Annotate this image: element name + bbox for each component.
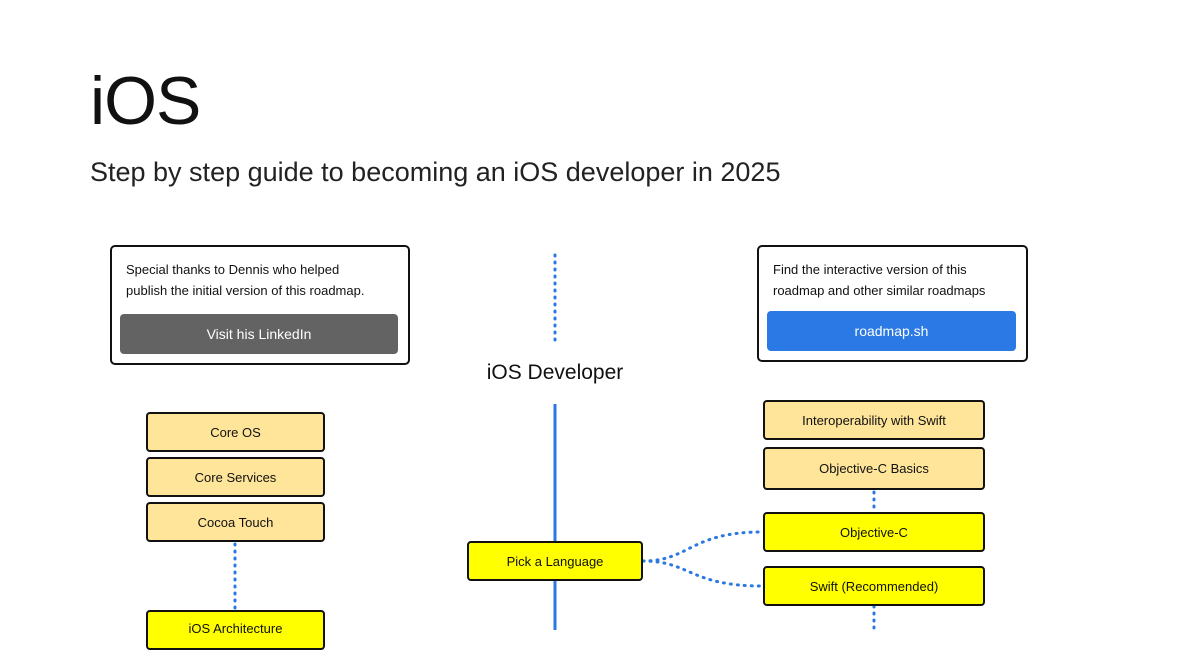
core-services-node[interactable]: Core Services — [146, 457, 325, 497]
core-os-node[interactable]: Core OS — [146, 412, 325, 452]
connector-lines — [233, 253, 876, 630]
cocoa-touch-node[interactable]: Cocoa Touch — [146, 502, 325, 542]
swift-recommended-node[interactable]: Swift (Recommended) — [763, 566, 985, 606]
ios-architecture-label: iOS Architecture — [188, 621, 283, 636]
interoperability-with-swift-node[interactable]: Interoperability with Swift — [763, 400, 985, 440]
curve-to-objective-c — [641, 530, 764, 563]
curve-to-swift — [641, 559, 764, 588]
page-subtitle: Step by step guide to becoming an iOS de… — [90, 157, 781, 187]
pick-a-language-node[interactable]: Pick a Language — [467, 541, 643, 581]
thanks-card-line: Special thanks to Dennis who helped — [126, 262, 340, 277]
thanks-card: Special thanks to Dennis who helped publ… — [110, 245, 410, 365]
interactive-card-line: roadmap and other similar roadmaps — [773, 283, 986, 298]
interactive-card-line: Find the interactive version of this — [773, 262, 967, 277]
interactive-card: Find the interactive version of this roa… — [757, 245, 1028, 362]
ios-developer-label: iOS Developer — [486, 361, 624, 384]
interactive-card-text: Find the interactive version of this roa… — [773, 259, 1016, 301]
objective-c-basics-node[interactable]: Objective-C Basics — [763, 447, 985, 490]
thanks-card-line: publish the initial version of this road… — [126, 283, 365, 298]
thanks-card-text: Special thanks to Dennis who helped publ… — [126, 259, 398, 301]
visit-linkedin-button[interactable]: Visit his LinkedIn — [120, 314, 398, 354]
roadmap-sh-button[interactable]: roadmap.sh — [767, 311, 1016, 351]
ios-architecture-node[interactable]: iOS Architecture — [146, 610, 325, 650]
objective-c-node[interactable]: Objective-C — [763, 512, 985, 552]
page-title: iOS — [90, 63, 201, 139]
